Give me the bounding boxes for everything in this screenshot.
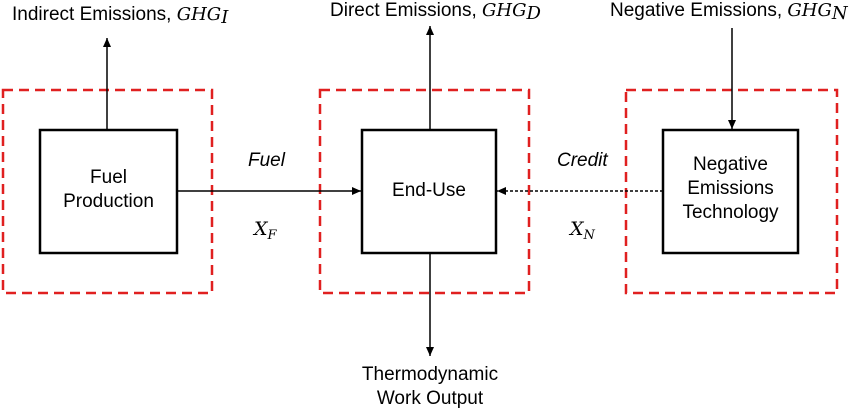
indirect-emissions-label: Indirect Emissions, GHGI — [12, 4, 229, 28]
end-use-label: End-Use — [392, 180, 466, 201]
work-output-label: Thermodynamic Work Output — [361, 364, 499, 409]
fuel-flow-label: Fuel — [248, 150, 285, 171]
credit-flow-label: Credit — [557, 150, 608, 171]
negative-tech-label: Negative Emissions Technology — [682, 154, 779, 223]
credit-flow-symbol: XN — [570, 218, 595, 243]
direct-emissions-label: Direct Emissions, GHGD — [330, 0, 541, 24]
negative-emissions-label: Negative Emissions, GHGN — [610, 0, 848, 24]
fuel-flow-symbol: XF — [254, 218, 277, 243]
negative-tech-box — [661, 128, 800, 255]
end-use-box — [360, 128, 498, 255]
fuel-production-box — [38, 128, 179, 255]
fuel-production-label: Fuel Production — [63, 167, 154, 212]
